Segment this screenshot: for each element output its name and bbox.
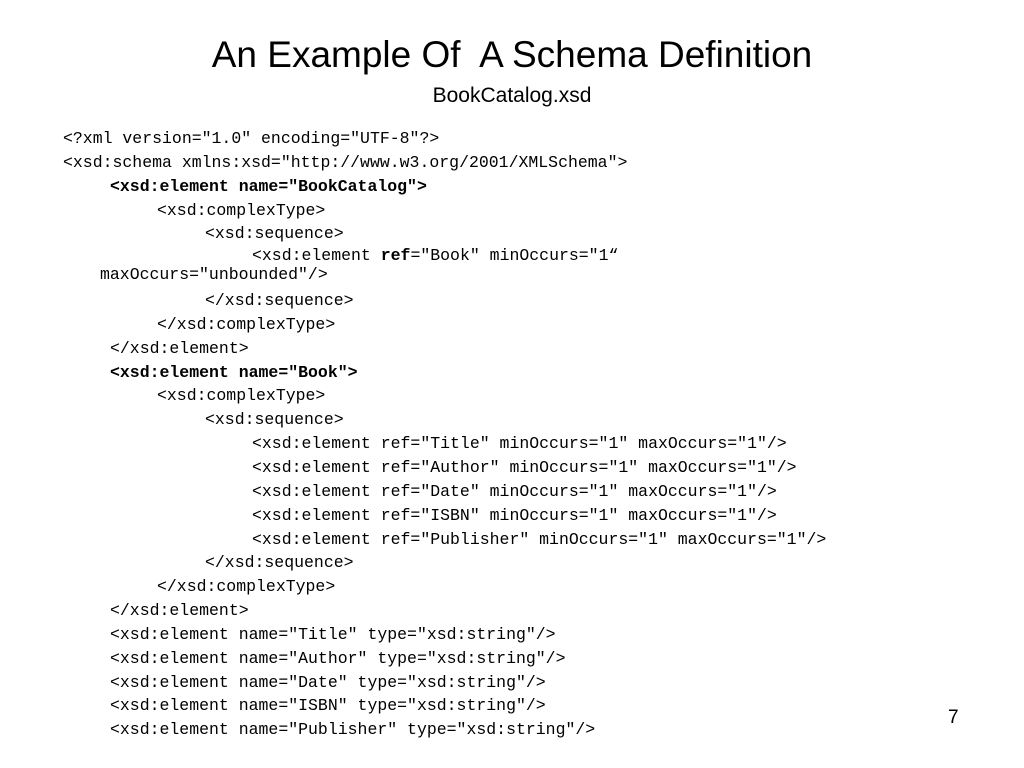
code-line: <xsd:element ref="Date" minOccurs="1" ma…	[252, 481, 777, 501]
code-line: <xsd:element name="ISBN" type="xsd:strin…	[110, 696, 546, 716]
code-text: <xsd:element	[252, 246, 381, 266]
code-line-book-ref: <xsd:element ref="Book" minOccurs="1“	[63, 246, 963, 265]
schema-code-block: <?xml version="1.0" encoding="UTF-8"?> <…	[63, 127, 963, 742]
code-line-wrapped: maxOccurs="unbounded"/>	[100, 265, 328, 285]
code-line: <xsd:element ref="Title" minOccurs="1" m…	[252, 434, 787, 454]
code-line: </xsd:element>	[110, 601, 249, 621]
code-line: <xsd:element name="Author" type="xsd:str…	[110, 648, 566, 668]
code-line: <xsd:sequence>	[205, 224, 344, 244]
slide-subtitle: BookCatalog.xsd	[432, 84, 592, 107]
page-number: 7	[948, 707, 959, 728]
code-line: <xsd:element ref="Author" minOccurs="1" …	[252, 457, 797, 477]
code-line-bookcatalog-element: <xsd:element name="BookCatalog">	[110, 176, 427, 196]
slide-title: An Example Of A Schema Definition	[211, 34, 813, 75]
code-line: <xsd:element ref="ISBN" minOccurs="1" ma…	[252, 505, 777, 525]
code-line: <xsd:element ref="Publisher" minOccurs="…	[252, 529, 827, 549]
code-ref-keyword: ref	[380, 246, 411, 266]
code-line: <xsd:complexType>	[157, 386, 326, 406]
code-line: <xsd:element name="Title" type="xsd:stri…	[110, 624, 556, 644]
code-line: </xsd:sequence>	[205, 291, 354, 311]
code-line-book-element: <xsd:element name="Book">	[110, 362, 358, 382]
code-line: <xsd:complexType>	[157, 200, 326, 220]
code-line: <xsd:element name="Date" type="xsd:strin…	[110, 672, 546, 692]
code-text: ="Book" minOccurs="1“	[410, 246, 619, 266]
code-line: </xsd:element>	[110, 338, 249, 358]
code-line: </xsd:complexType>	[157, 577, 336, 597]
code-line: </xsd:complexType>	[157, 314, 336, 334]
code-line: <xsd:schema xmlns:xsd="http://www.w3.org…	[63, 152, 628, 172]
code-line: <xsd:element name="Publisher" type="xsd:…	[110, 720, 596, 740]
code-line: </xsd:sequence>	[205, 553, 354, 573]
code-line: <?xml version="1.0" encoding="UTF-8"?>	[63, 129, 440, 148]
code-line: <xsd:sequence>	[205, 410, 344, 430]
